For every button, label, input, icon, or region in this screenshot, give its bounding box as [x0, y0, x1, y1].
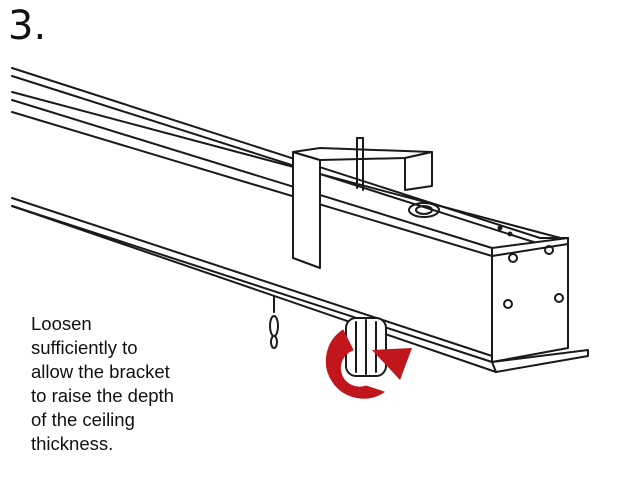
instruction-line: thickness. — [31, 433, 114, 454]
instruction-line: of the ceiling — [31, 409, 135, 430]
instruction-line: allow the bracket — [31, 361, 170, 382]
mounting-bracket — [292, 137, 433, 269]
adjustment-knob — [345, 317, 387, 377]
step-number: 3. — [8, 3, 47, 49]
screen-housing — [11, 67, 589, 373]
instruction-line: sufficiently to — [31, 337, 138, 358]
rotation-arrow-icon — [325, 329, 412, 399]
instruction-text: Loosen sufficiently to allow the bracket… — [31, 312, 231, 456]
pull-cord — [269, 295, 279, 349]
instruction-line: to raise the depth — [31, 385, 174, 406]
instruction-line: Loosen — [31, 313, 92, 334]
